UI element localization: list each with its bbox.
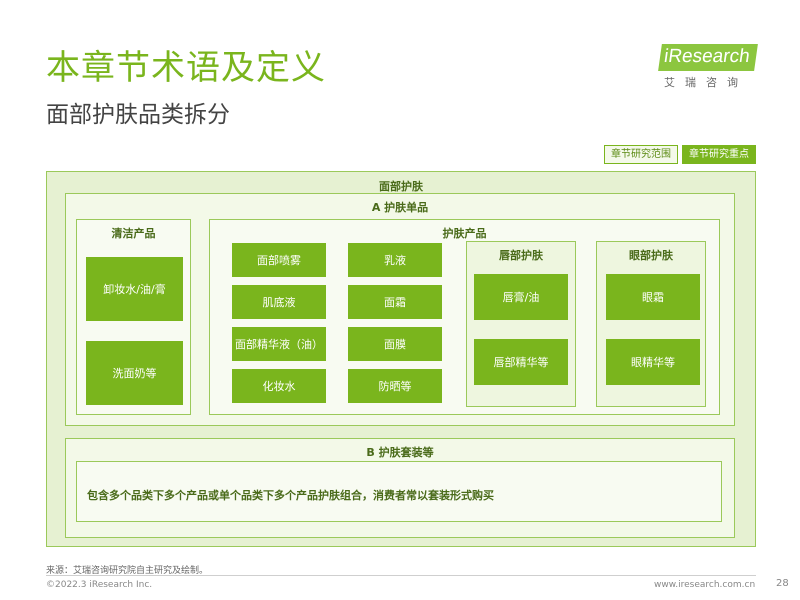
lip-care-box: 唇部护肤 唇膏/油 唇部精华等 <box>466 241 576 407</box>
skincare-item: 面膜 <box>348 327 442 361</box>
skincare-item: 乳液 <box>348 243 442 277</box>
copyright: ©2022.3 iResearch Inc. <box>46 580 153 590</box>
scope-tag: 章节研究范围 <box>604 145 678 164</box>
lip-care-label: 唇部护肤 <box>499 249 543 262</box>
focus-tag: 章节研究重点 <box>682 145 756 164</box>
footer-divider <box>46 575 756 576</box>
skincare-item: 面霜 <box>348 285 442 319</box>
skincare-set-label: B 护肤套装等 <box>366 446 434 459</box>
cleansing-item: 卸妆水/油/膏 <box>86 257 183 321</box>
skincare-item: 防晒等 <box>348 369 442 403</box>
source-note: 来源：艾瑞咨询研究院自主研究及绘制。 <box>46 566 209 576</box>
skincare-label: 护肤产品 <box>442 227 487 240</box>
eye-care-item: 眼精华等 <box>606 339 700 385</box>
page-title: 本章节术语及定义 <box>46 48 326 88</box>
iresearch-logo: iResearch 艾瑞咨询 <box>658 44 760 90</box>
skincare-set-description-box: 包含多个品类下多个产品或单个品类下多个产品护肤组合，消费者常以套装形式购买 <box>76 461 722 522</box>
cleansing-item: 洗面奶等 <box>86 341 183 405</box>
cleansing-box: 清洁产品 卸妆水/油/膏 洗面奶等 <box>76 219 191 415</box>
skincare-item: 肌底液 <box>232 285 326 319</box>
skincare-set-description: 包含多个品类下多个产品或单个品类下多个产品护肤组合，消费者常以套装形式购买 <box>87 489 494 502</box>
lip-care-item: 唇部精华等 <box>474 339 568 385</box>
skincare-item: 面部精华液（油） <box>232 327 326 361</box>
eye-care-box: 眼部护肤 眼霜 眼精华等 <box>596 241 706 407</box>
logo-wordmark: iResearch <box>658 44 758 71</box>
skincare-item: 化妆水 <box>232 369 326 403</box>
website-link[interactable]: www.iresearch.com.cn <box>654 580 756 590</box>
skincare-item: 面部喷雾 <box>232 243 326 277</box>
eye-care-item: 眼霜 <box>606 274 700 320</box>
cleansing-label: 清洁产品 <box>111 227 156 240</box>
lip-care-item: 唇膏/油 <box>474 274 568 320</box>
eye-care-label: 眼部护肤 <box>629 249 673 262</box>
page-number: 28 <box>776 578 789 589</box>
page-subtitle: 面部护肤品类拆分 <box>46 102 230 128</box>
logo-chinese: 艾瑞咨询 <box>664 76 748 89</box>
single-products-label: A 护肤单品 <box>371 201 429 214</box>
facial-skincare-label: 面部护肤 <box>379 180 423 193</box>
